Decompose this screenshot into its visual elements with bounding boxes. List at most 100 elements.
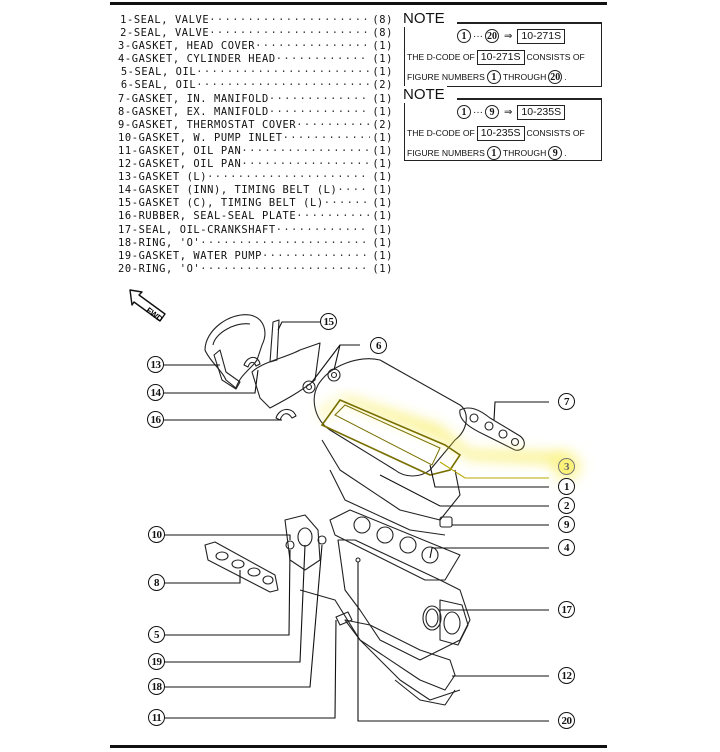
part-quantity: (1) [372, 158, 393, 171]
parts-list-row: 11-GASKET, OIL PAN······················… [118, 144, 393, 157]
part-quantity: (1) [372, 197, 393, 210]
part-number: 1 [120, 14, 127, 26]
part-quantity: (8) [372, 27, 393, 40]
leader-dots: ········································ [282, 131, 371, 144]
leader-dots: ········································ [209, 14, 371, 26]
part-number: 14 [118, 184, 132, 197]
parts-list-row: 7-GASKET, IN. MANIFOLD··················… [118, 92, 393, 105]
part-number: 17 [118, 223, 132, 236]
callout-5: 5 [148, 626, 165, 643]
part-quantity: (2) [372, 79, 393, 92]
part-name: GASKET, HEAD COVER [131, 40, 256, 53]
bottom-rule [110, 745, 607, 748]
leader-dots: ········································ [196, 66, 370, 79]
part-quantity: (1) [372, 249, 393, 262]
parts-list-row: 6-SEAL, OIL·····························… [118, 79, 393, 92]
part-quantity: (1) [372, 223, 393, 236]
callout-15: 15 [320, 313, 337, 330]
part-name: GASKET, CYLINDER HEAD [131, 53, 276, 66]
callout-18: 18 [148, 678, 165, 695]
arrow-icon: ⇒ [504, 30, 513, 42]
part-quantity: (1) [372, 262, 393, 275]
callout-10: 10 [148, 526, 165, 543]
figure-number-start: 1 [457, 105, 471, 119]
part-name: GASKET (C), TIMING BELT (L) [138, 197, 324, 210]
leader-dots: ········································ [209, 27, 371, 40]
leader-dots: ········································ [200, 262, 370, 275]
part-quantity: (8) [372, 14, 393, 26]
part-name: GASKET, IN. MANIFOLD [131, 92, 269, 105]
part-name: RING, 'O' [138, 236, 201, 249]
leader-dots: ········································ [275, 53, 371, 66]
part-number: 7 [118, 92, 125, 105]
parts-list-row: 18-RING, 'O'····························… [118, 236, 393, 249]
leader-dots: ········································ [337, 184, 370, 197]
parts-list-row: 8-GASKET, EX. MANIFOLD··················… [118, 105, 393, 118]
d-code: 10-235S [476, 125, 525, 141]
part-name: GASKET, OIL PAN [138, 158, 242, 171]
part-name: SEAL, OIL [134, 79, 197, 92]
part-name: SEAL, OIL-CRANKSHAFT [138, 223, 276, 236]
parts-list: 1-SEAL, VALVE···························… [112, 14, 393, 276]
leader-dots: ········································ [296, 210, 371, 223]
part-number: 6 [120, 79, 128, 92]
note-box-1: NOTE 1 ··· 20 ⇒ 10-271S THE D-CODE OF 10… [403, 10, 602, 87]
part-quantity: (1) [372, 92, 393, 105]
leader-dots: ········································ [196, 79, 370, 92]
fwd-arrow-icon: FWD [129, 289, 166, 324]
parts-list-row: 12-GASKET, OIL PAN······················… [118, 158, 393, 171]
note-line-3: FIGURE NUMBERS 1 THROUGH 20 . [407, 70, 567, 84]
figure-number-end: 20 [485, 29, 499, 43]
parts-list-row: 2-SEAL, VALVE···························… [118, 27, 393, 40]
callout-6: 6 [370, 337, 387, 354]
leader-dots: ········································ [296, 118, 371, 131]
part-number: 2 [120, 27, 127, 40]
part-number: 3 [118, 40, 125, 53]
part-name: SEAL, OIL [134, 66, 197, 79]
note-line-2: THE D-CODE OF 10-235S CONSISTS OF [407, 125, 585, 141]
part-name: GASKET, WATER PUMP [138, 249, 262, 262]
part-number: 4 [118, 53, 125, 66]
part-number: 20 [118, 262, 132, 275]
parts-list-row: 16-RUBBER, SEAL-SEAL PLATE··············… [118, 210, 393, 223]
leader-dots: ········································ [207, 171, 370, 184]
callout-9: 9 [558, 516, 575, 533]
callout-12: 12 [558, 667, 575, 684]
part-name: GASKET, THERMOSTAT COVER [131, 118, 297, 131]
note-range-row: 1 ··· 20 ⇒ 10-271S [405, 25, 601, 47]
part-quantity: (1) [372, 131, 393, 144]
note-line-2: THE D-CODE OF 10-271S CONSISTS OF [407, 49, 585, 65]
leader-dots: ········································ [323, 197, 371, 210]
part-number: 15 [118, 197, 132, 210]
part-number: 11 [118, 144, 132, 157]
callout-3: 3 [558, 458, 575, 475]
part-quantity: (1) [372, 144, 393, 157]
parts-list-row: 1-SEAL, VALVE···························… [118, 14, 393, 27]
parts-list-row: 10-GASKET, W. PUMP INLET················… [118, 131, 393, 144]
parts-list-row: 3-GASKET, HEAD COVER····················… [112, 38, 393, 56]
callout-16: 16 [147, 411, 164, 428]
part-number: 8 [118, 105, 125, 118]
part-name: SEAL, VALVE [133, 14, 210, 26]
parts-list-row: 9-GASKET, THERMOSTAT COVER··············… [118, 118, 393, 131]
part-number: 19 [118, 249, 132, 262]
leader-dots: ········································ [268, 105, 371, 118]
part-name: GASKET, OIL PAN [138, 144, 242, 157]
figure-number-start: 1 [457, 29, 471, 43]
part-number: 9 [118, 118, 125, 131]
part-number: 10 [118, 131, 132, 144]
part-name: GASKET (INN), TIMING BELT (L) [138, 184, 338, 197]
parts-list-row: 17-SEAL, OIL-CRANKSHAFT·················… [118, 223, 393, 236]
arrow-icon: ⇒ [504, 106, 513, 118]
callout-14: 14 [147, 384, 164, 401]
callout-11: 11 [148, 709, 165, 726]
note-line-3: FIGURE NUMBERS 1 THROUGH 9 . [407, 146, 567, 160]
leader-dots: ········································ [241, 144, 371, 157]
leader-dots: ········································ [261, 249, 370, 262]
part-quantity: (1) [372, 184, 393, 197]
leader-dots: ········································ [241, 158, 371, 171]
part-number: 5 [120, 66, 128, 79]
callout-20: 20 [558, 712, 575, 729]
callout-7: 7 [558, 393, 575, 410]
